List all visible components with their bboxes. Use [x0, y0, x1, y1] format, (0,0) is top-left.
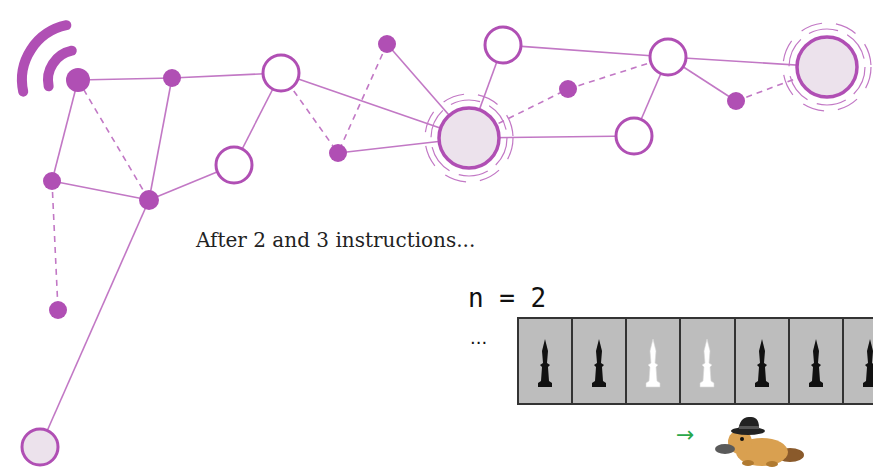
- network-circles: [216, 27, 686, 183]
- caption-note: After 2 and 3 instructions...: [196, 229, 475, 251]
- tape: [518, 318, 873, 404]
- variable-label: n = 2: [468, 284, 546, 313]
- direction-arrow: →: [676, 423, 694, 447]
- network-lines: [40, 44, 827, 447]
- platypus-figure: [715, 417, 804, 467]
- network-hubs: [22, 37, 857, 465]
- network-dots: [43, 35, 745, 319]
- signal-rings: [425, 23, 871, 182]
- ellipsis-mark: ...: [470, 328, 487, 348]
